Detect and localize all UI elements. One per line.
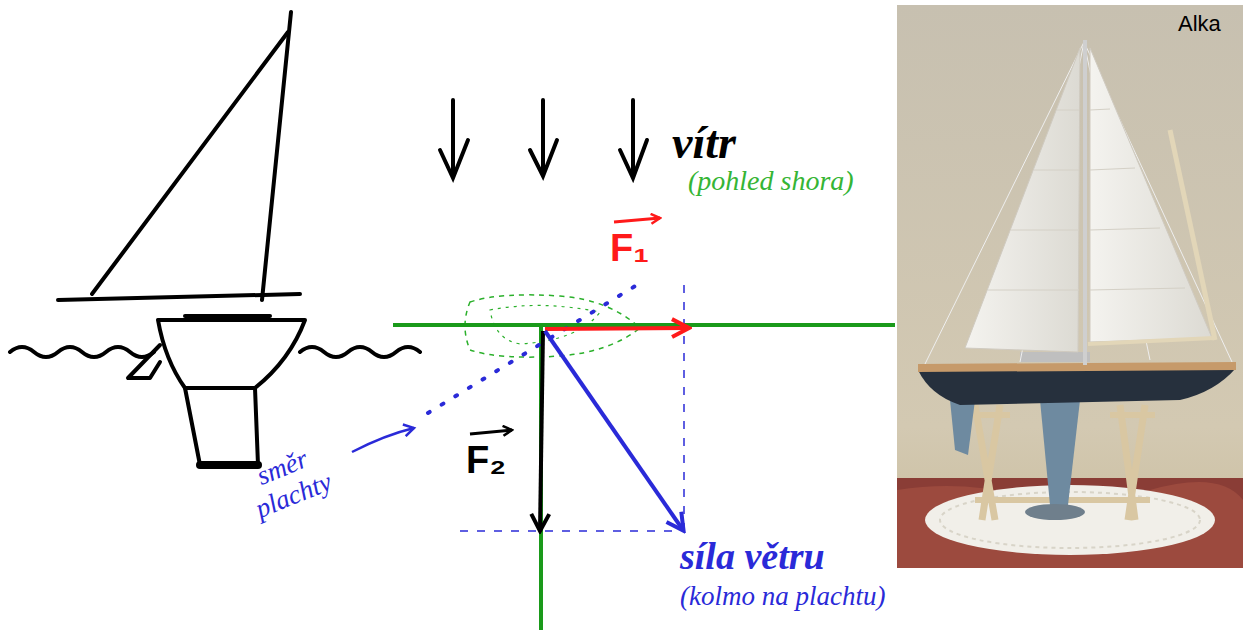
leader-arrow (352, 428, 414, 452)
keel-bulb (200, 461, 258, 469)
direction-note: (kolmo na plachtu) (680, 582, 885, 612)
sail-direction-line (428, 280, 645, 413)
wind-label: vítr (672, 118, 736, 169)
jib-sail (965, 48, 1080, 352)
rudder (128, 345, 160, 378)
boat-photo (897, 5, 1243, 568)
wind-arrow (620, 100, 647, 178)
boom (58, 294, 300, 300)
vector-mark (614, 218, 660, 222)
sail-direction-label: směr plachty (232, 436, 343, 527)
mast (262, 12, 291, 300)
wind-arrows (440, 100, 647, 178)
deck (918, 362, 1236, 372)
keel-bulb (1025, 504, 1085, 520)
hull (158, 320, 305, 388)
boom (1170, 130, 1215, 340)
sail (92, 32, 288, 294)
deck (185, 314, 270, 318)
force-label: F₂ (466, 440, 506, 482)
rigging (925, 42, 1232, 364)
main-sail (1090, 48, 1212, 342)
photo-caption: Alka (1178, 12, 1221, 36)
boom (1088, 338, 1214, 344)
force-label: F₁ (610, 228, 649, 270)
photo-carpet (897, 478, 1243, 568)
wind-force-label: síla větru (680, 536, 825, 578)
wind-arrow (440, 100, 468, 178)
carpet-pattern (897, 482, 1243, 568)
wind-arrow (530, 100, 557, 176)
keel (1040, 400, 1080, 505)
doily (925, 485, 1215, 555)
wind-force-arrow (545, 331, 683, 530)
projection-line (683, 285, 685, 530)
cabin (1020, 352, 1090, 362)
view-note: (pohled shora) (688, 166, 854, 197)
axis-line (539, 325, 543, 630)
keel (185, 388, 258, 465)
photo-wall (897, 5, 1243, 568)
rudder (950, 400, 975, 455)
sailboat-sketch (10, 12, 420, 465)
hull (918, 368, 1236, 405)
projection-line (460, 530, 680, 532)
mast (1083, 40, 1087, 365)
force-f2-arrow (540, 331, 543, 530)
vector-mark (470, 430, 512, 434)
force-f1-arrow (545, 328, 688, 329)
waves (10, 347, 420, 357)
